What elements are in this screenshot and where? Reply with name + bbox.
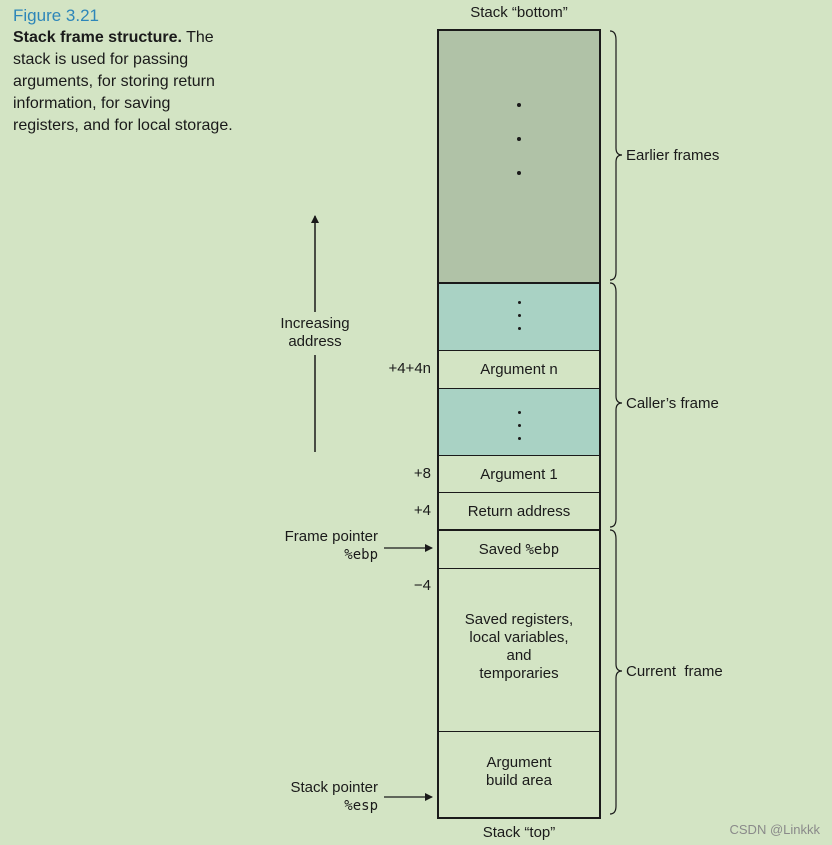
row-divider bbox=[439, 492, 599, 493]
argument-n-label: Argument n bbox=[480, 361, 558, 378]
ellipsis-dot bbox=[518, 424, 521, 427]
offset-argument-n: +4+4n bbox=[388, 360, 431, 377]
callers-frame-label: Caller’s frame bbox=[626, 395, 719, 412]
increasing-address-label: Increasing address bbox=[280, 315, 350, 350]
offset-return-address: +4 bbox=[413, 502, 431, 519]
argument-build-area-cell: Argument build area bbox=[439, 732, 599, 817]
frame-boundary bbox=[439, 529, 599, 531]
stack-pointer-register: %esp bbox=[344, 798, 378, 814]
frame-boundary bbox=[439, 282, 599, 284]
offset-below-ebp: −4 bbox=[413, 577, 431, 594]
stack-column: Argument n Argument 1 Return address Sav… bbox=[437, 29, 601, 819]
ellipsis-dot bbox=[518, 437, 521, 440]
ellipsis-dot bbox=[518, 327, 521, 330]
stack-pointer-label: Stack pointer %esp bbox=[276, 779, 378, 815]
ellipsis-dot bbox=[517, 103, 521, 107]
row-divider bbox=[439, 350, 599, 351]
saved-registers-cell: Saved registers, local variables, and te… bbox=[439, 569, 599, 731]
callers-frame-brace bbox=[609, 282, 623, 528]
caption-title: Stack frame structure. bbox=[13, 29, 182, 46]
argument-build-area-label: Argument build area bbox=[486, 754, 552, 789]
row-divider bbox=[439, 388, 599, 389]
stack-top-label: Stack “top” bbox=[482, 824, 556, 841]
watermark: CSDN @Linkkk bbox=[729, 822, 821, 837]
argument-n-cell: Argument n bbox=[439, 351, 599, 388]
ellipsis-dot bbox=[517, 171, 521, 175]
row-divider bbox=[439, 568, 599, 569]
figure-number: Figure 3.21 bbox=[13, 6, 99, 25]
offset-argument-1: +8 bbox=[413, 465, 431, 482]
ellipsis-dot bbox=[518, 314, 521, 317]
frame-pointer-register: %ebp bbox=[344, 547, 378, 563]
row-divider bbox=[439, 455, 599, 456]
current-frame-brace bbox=[609, 529, 623, 815]
argument-1-cell: Argument 1 bbox=[439, 456, 599, 492]
saved-registers-label: Saved registers, local variables, and te… bbox=[464, 611, 574, 682]
caption-body: Stack frame structure. The stack is used… bbox=[13, 27, 238, 137]
frame-pointer-label: Frame pointer %ebp bbox=[276, 528, 378, 564]
earlier-frames-brace bbox=[609, 30, 623, 281]
ellipsis-dot bbox=[518, 301, 521, 304]
current-frame-label: Current frame bbox=[626, 663, 723, 680]
saved-ebp-label: Saved %ebp bbox=[478, 541, 560, 558]
argument-1-label: Argument 1 bbox=[480, 466, 558, 483]
ellipsis-dot bbox=[517, 137, 521, 141]
row-divider bbox=[439, 731, 599, 732]
earlier-frames-label: Earlier frames bbox=[626, 147, 720, 164]
return-address-label: Return address bbox=[467, 503, 571, 520]
callers-frame-shaded-upper bbox=[439, 284, 599, 350]
callers-frame-shaded-lower bbox=[439, 389, 599, 455]
earlier-frames-block bbox=[439, 31, 599, 282]
figure-caption: Figure 3.21 Stack frame structure. The s… bbox=[13, 6, 238, 137]
return-address-cell: Return address bbox=[439, 493, 599, 529]
ellipsis-dot bbox=[518, 411, 521, 414]
saved-ebp-cell: Saved %ebp bbox=[439, 531, 599, 568]
stack-bottom-label: Stack “bottom” bbox=[470, 4, 568, 21]
caption-description: The stack is used for passing arguments,… bbox=[13, 29, 233, 134]
